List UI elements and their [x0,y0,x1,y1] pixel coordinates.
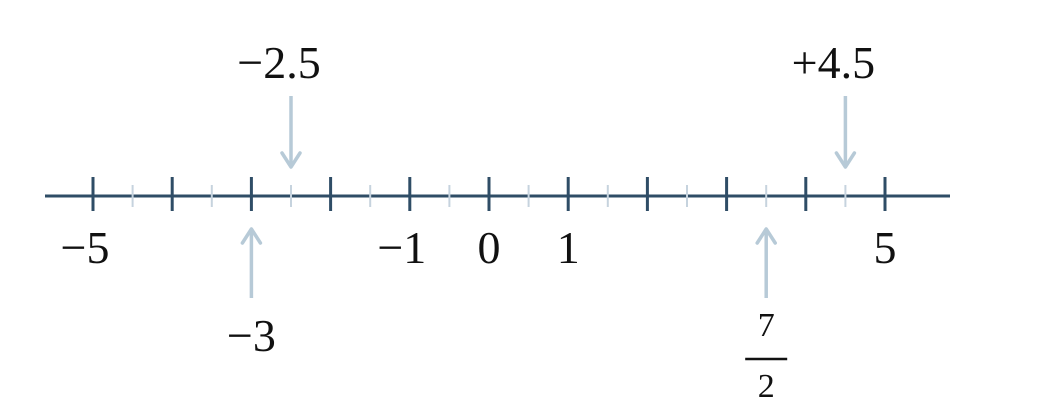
callout-label-4-5: +4.5 [792,37,875,88]
arrow-down-neg-2-5 [280,96,302,169]
fraction-label-3-5: 72 [745,307,788,405]
tick-labels: −5 −1 0 1 5 [61,222,897,273]
arrow-up-3-5-head [755,227,777,245]
tick-label-1: 1 [557,222,580,273]
callout-label-neg-2-5: −2.5 [237,37,320,88]
arrow-up-neg-3-head [240,227,263,245]
arrow-up-neg-3 [240,227,263,298]
arrow-down-neg-2-5-head [280,151,302,169]
arrow-down-4-5-head [834,151,857,169]
arrow-up-3-5 [755,227,777,298]
callout-label-neg-3: −3 [227,310,276,361]
fraction-numerator: 7 [758,307,775,344]
tick-label-5: 5 [874,222,897,273]
arrow-down-4-5 [834,96,857,169]
tick-label-neg-1: −1 [377,222,426,273]
fraction-denominator: 2 [758,368,775,405]
tick-label-0: 0 [478,222,501,273]
tick-label-neg-5: −5 [61,222,110,273]
tick-marks [91,177,887,211]
